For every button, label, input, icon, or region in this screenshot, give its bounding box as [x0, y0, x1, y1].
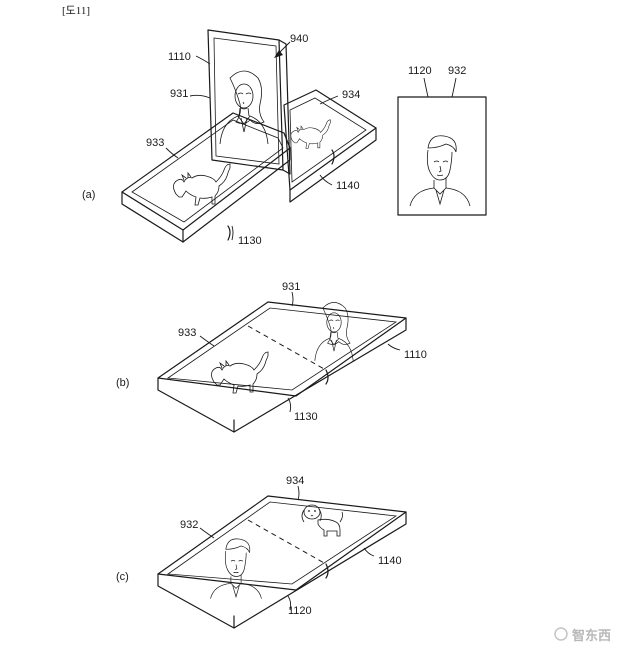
fold-line — [247, 325, 327, 371]
ref-1130: 1130 — [238, 235, 262, 247]
ref-1110: 1110 — [168, 51, 191, 63]
inset-ref-1120: 1120 — [408, 65, 432, 77]
ref-1110: 1110 — [404, 349, 427, 361]
ref-1140: 1140 — [336, 180, 360, 192]
upright-panel — [207, 29, 284, 171]
ref-931: 931 — [282, 281, 300, 293]
right-panel-edge — [289, 127, 377, 203]
panel-b-label: (b) — [116, 377, 129, 389]
panel-a-label: (a) — [82, 189, 95, 201]
inset-ref-932: 932 — [448, 65, 466, 77]
arrow-icon — [274, 50, 283, 58]
left-panel-edge — [121, 191, 184, 243]
watermark: 智东西 — [554, 627, 611, 644]
ref-1120: 1120 — [288, 605, 312, 617]
ref-931: 931 — [170, 88, 188, 100]
panel-c: 934 932 1140 1120 (c) — [116, 475, 407, 629]
right-panel-top — [283, 89, 377, 191]
inset-display — [397, 96, 487, 216]
cat-icon — [290, 119, 331, 149]
watermark-text: 智东西 — [572, 628, 611, 644]
ref-934: 934 — [342, 89, 360, 101]
watermark-logo-icon — [554, 627, 568, 641]
ref-933: 933 — [178, 327, 196, 339]
figure-tag: [도11] — [62, 5, 90, 17]
woman-portrait-icon — [219, 70, 269, 145]
fold-line — [247, 519, 327, 565]
ref-932: 932 — [180, 519, 198, 531]
panel-b: 931 933 1110 1130 (b) — [116, 281, 427, 433]
ref-934: 934 — [286, 475, 304, 487]
unfolded-device-top — [157, 301, 407, 397]
man-portrait-icon — [210, 538, 262, 599]
ref-933: 933 — [146, 137, 164, 149]
cat-icon — [173, 163, 231, 206]
man-portrait-icon — [409, 135, 471, 207]
ref-1130: 1130 — [294, 411, 318, 423]
panel-c-label: (c) — [116, 571, 129, 583]
panel-a: 940 1110 931 934 933 1140 1130 (a) 1120 … — [82, 29, 487, 247]
ref-1140: 1140 — [378, 555, 402, 567]
ref-940: 940 — [290, 33, 308, 45]
